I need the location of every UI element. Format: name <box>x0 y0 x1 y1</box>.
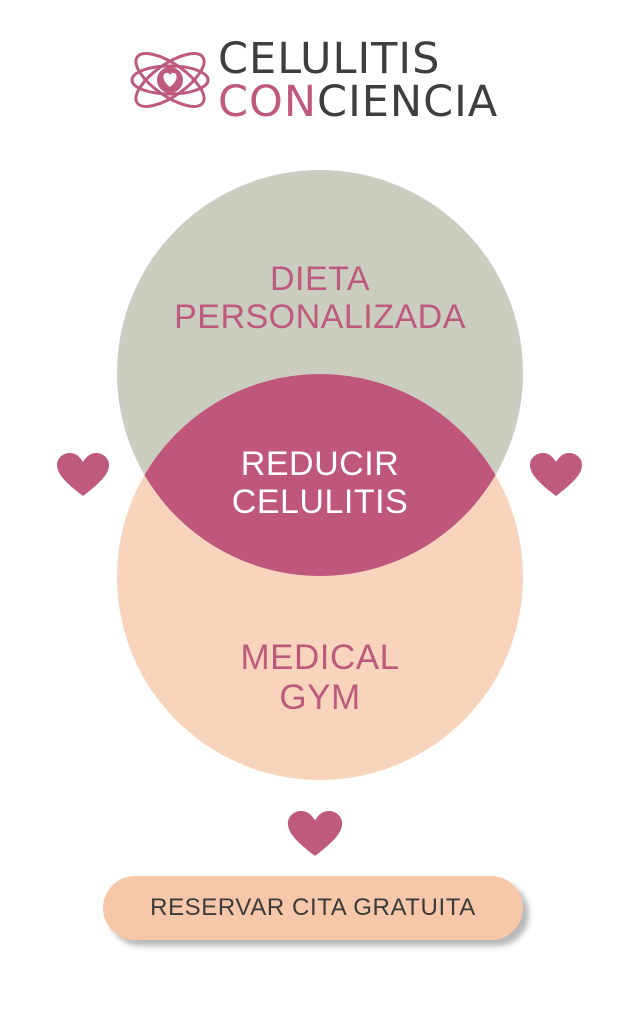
brand-wordmark: CELULITIS CONCIENCIA <box>218 38 498 124</box>
book-free-appointment-button[interactable]: RESERVAR CITA GRATUITA <box>103 876 523 940</box>
brand-logo: CELULITIS CONCIENCIA <box>126 36 526 126</box>
brand-line-2-rest: CIENCIA <box>317 77 499 127</box>
venn-label-diet-line2: PERSONALIZADA <box>174 298 466 336</box>
venn-intersection <box>117 374 523 576</box>
venn-label-gym-line1: MEDICAL <box>240 638 400 677</box>
venn-label-gym-line2: GYM <box>279 678 361 717</box>
venn-label-diet-line1: DIETA <box>269 260 371 298</box>
heart-icon <box>530 453 582 496</box>
venn-label-reduce: REDUCIR CELULITIS <box>0 445 640 521</box>
venn-label-reduce-line2: CELULITIS <box>231 483 409 521</box>
venn-label-gym: MEDICAL GYM <box>0 638 640 718</box>
venn-diagram <box>117 170 523 780</box>
heart-icon <box>287 811 343 856</box>
brand-line-1: CELULITIS <box>218 34 441 84</box>
atom-heart-icon <box>130 52 210 108</box>
brand-line-2: CONCIENCIA <box>218 81 498 124</box>
venn-label-reduce-line1: REDUCIR <box>240 445 400 483</box>
venn-label-diet: DIETA PERSONALIZADA <box>0 260 640 336</box>
heart-icon <box>57 453 109 496</box>
brand-line-2-accent: CON <box>218 77 318 127</box>
